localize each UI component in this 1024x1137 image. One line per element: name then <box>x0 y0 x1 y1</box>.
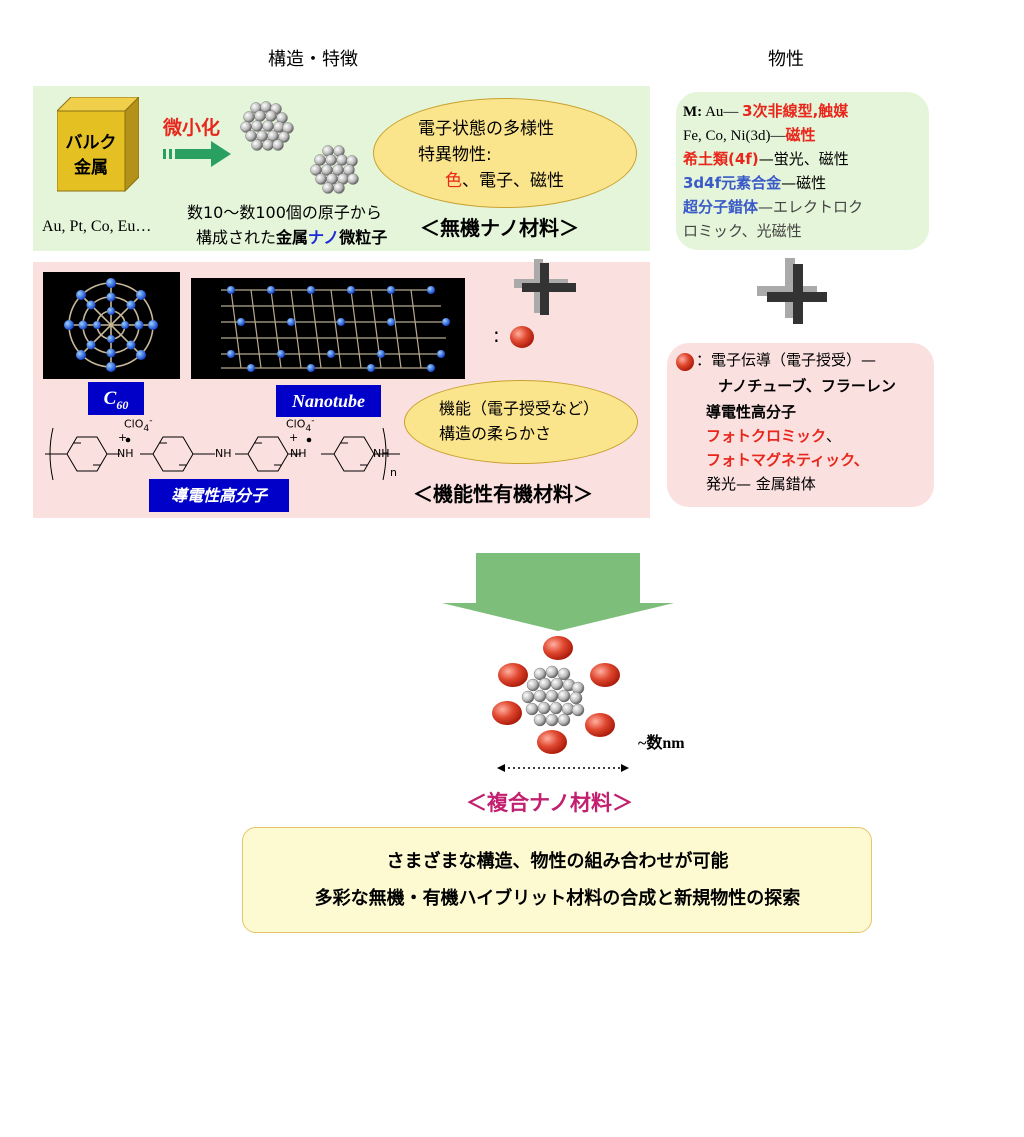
nanoparticle-cluster-icon <box>240 101 294 151</box>
properties-organic-box <box>667 343 934 507</box>
properties-inorganic-box <box>676 92 929 250</box>
summary-line-1: さまざまな構造、物性の組み合わせが可能 <box>386 851 729 872</box>
metals-list: Au, Pt, Co, Eu… <box>42 218 152 235</box>
header-structure: 構造・特徴 <box>268 49 358 70</box>
size-label: ~数nm <box>638 735 685 752</box>
red-molecule-icon <box>510 326 534 348</box>
repeat-n: n <box>390 466 397 479</box>
nh-group-4: NH <box>373 447 390 460</box>
nh-group-2: NH <box>215 447 232 460</box>
properties-inorganic-text: M: Au— 3次非線型,触媒 Fe, Co, Ni(3d)—磁性 希土類(4f… <box>683 102 864 240</box>
electronic-state-ellipse <box>373 98 637 208</box>
plus-icon-right <box>757 258 827 324</box>
properties-organic-text: ：電子伝導（電子授受）— ナノチューブ、フラーレン 導電性高分子 フォトクロミッ… <box>696 351 896 493</box>
clo4-anion-2: ClO4- <box>286 415 315 434</box>
bulk-metal-cube <box>57 97 139 192</box>
plus-charge-2: + <box>289 431 299 444</box>
nanotube-label: Nanotube <box>276 385 381 417</box>
function-ellipse <box>404 380 638 464</box>
plus-icon <box>514 259 576 315</box>
c60-fullerene-image <box>43 272 180 379</box>
nanotube-image <box>191 278 465 379</box>
red-molecule-icon-2 <box>676 353 694 371</box>
nanoparticle-cluster-small-icon <box>310 145 359 194</box>
organic-title: ＜機能性有機材料＞ <box>413 482 593 506</box>
plus-charge-1: + <box>118 431 128 444</box>
summary-line-2: 多彩な無機・有機ハイブリット材料の合成と新規物性の探索 <box>314 888 801 909</box>
conductive-polymer-label: 導電性高分子 <box>149 479 289 512</box>
polyaniline-structure <box>45 427 400 481</box>
size-span-arrow <box>497 764 629 772</box>
composite-title: ＜複合ナノ材料＞ <box>466 791 633 815</box>
miniaturize-label: 微小化 <box>163 117 221 139</box>
bulk-metal-label: バルク 金属 <box>65 133 117 178</box>
arrow-right-icon <box>163 141 231 167</box>
colon-label: : <box>493 323 500 347</box>
electronic-state-text: 電子状態の多様性 特異物性: 色、電子、磁性 <box>418 119 564 191</box>
nh-group-1: NH <box>117 447 134 460</box>
header-properties: 物性 <box>768 49 804 70</box>
composite-nanoparticle-icon <box>492 636 620 754</box>
down-arrow-icon <box>442 553 674 631</box>
summary-box <box>242 827 872 933</box>
clo4-anion-1: ClO4- <box>124 415 153 434</box>
inorganic-title: ＜無機ナノ材料＞ <box>420 216 579 240</box>
function-text: 機能（電子授受など） 構造の柔らかさ <box>439 399 600 443</box>
nanoparticle-description: 数10～数100個の原子から 構成された金属ナノ微粒子 <box>187 203 388 247</box>
nh-group-3: NH <box>290 447 307 460</box>
c60-label: C60 <box>88 382 144 415</box>
